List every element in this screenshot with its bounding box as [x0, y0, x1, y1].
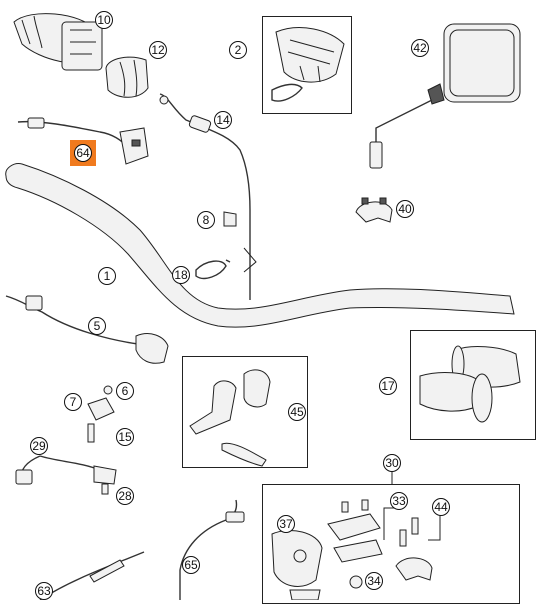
- cable-sleeve-part-63[interactable]: [89, 559, 125, 583]
- cable-adjuster-part-65[interactable]: [225, 511, 245, 523]
- callout-45[interactable]: 45: [288, 403, 306, 421]
- reservoir-cover-part-33[interactable]: [327, 499, 383, 563]
- clamp-part-40[interactable]: [355, 197, 393, 223]
- callout-28[interactable]: 28: [116, 487, 134, 505]
- callout-17[interactable]: 17: [379, 377, 397, 395]
- callout-14[interactable]: 14: [214, 111, 232, 129]
- callout-30[interactable]: 30: [383, 454, 401, 472]
- throttle-housing-part-12[interactable]: [105, 56, 149, 98]
- cable-end: [225, 259, 231, 263]
- callout-40[interactable]: 40: [396, 200, 414, 218]
- screw-part-15[interactable]: [87, 423, 95, 443]
- switch-part-64[interactable]: [17, 117, 149, 165]
- callout-37[interactable]: 37: [277, 515, 295, 533]
- grips-kit-box: [410, 330, 536, 440]
- grip-part-10[interactable]: [13, 13, 103, 71]
- callout-34[interactable]: 34: [365, 572, 383, 590]
- callout-10[interactable]: 10: [95, 11, 113, 29]
- callout-63[interactable]: 63: [35, 582, 53, 600]
- leader-44: [428, 516, 441, 541]
- callout-7[interactable]: 7: [64, 393, 82, 411]
- callout-33[interactable]: 33: [390, 492, 408, 510]
- lever-kit-box: [182, 356, 308, 468]
- clamp-part-44[interactable]: [395, 517, 433, 581]
- callout-12[interactable]: 12: [149, 41, 167, 59]
- clip-part-8[interactable]: [223, 211, 237, 227]
- callout-18[interactable]: 18: [172, 266, 190, 284]
- callout-44[interactable]: 44: [432, 498, 450, 516]
- mirror-part-42[interactable]: [369, 23, 521, 169]
- callout-1[interactable]: 1: [98, 267, 116, 285]
- callout-15[interactable]: 15: [116, 428, 134, 446]
- handlebar-part-1[interactable]: [5, 163, 515, 328]
- callout-6[interactable]: 6: [116, 382, 134, 400]
- callout-42[interactable]: 42: [411, 39, 429, 57]
- cover-part-2[interactable]: [271, 27, 345, 102]
- switch-part-29[interactable]: [15, 455, 117, 495]
- callout-29[interactable]: 29: [30, 437, 48, 455]
- callout-8[interactable]: 8: [197, 211, 215, 229]
- callout-64[interactable]: 64: [74, 144, 92, 162]
- callout-65[interactable]: 65: [182, 556, 200, 574]
- nut-part-6[interactable]: [103, 385, 113, 395]
- nut-part-34[interactable]: [349, 575, 363, 589]
- switch-part-5[interactable]: [5, 295, 169, 364]
- callout-5[interactable]: 5: [88, 317, 106, 335]
- bracket-part-7[interactable]: [87, 397, 115, 421]
- clutch-cable-part-14[interactable]: [159, 93, 257, 300]
- cable-tie-part-18[interactable]: [195, 260, 227, 280]
- cover-kit-box: [262, 16, 352, 114]
- callout-2[interactable]: 2: [229, 41, 247, 59]
- grips-part-17[interactable]: [419, 345, 521, 423]
- lever-part-45[interactable]: [189, 369, 271, 467]
